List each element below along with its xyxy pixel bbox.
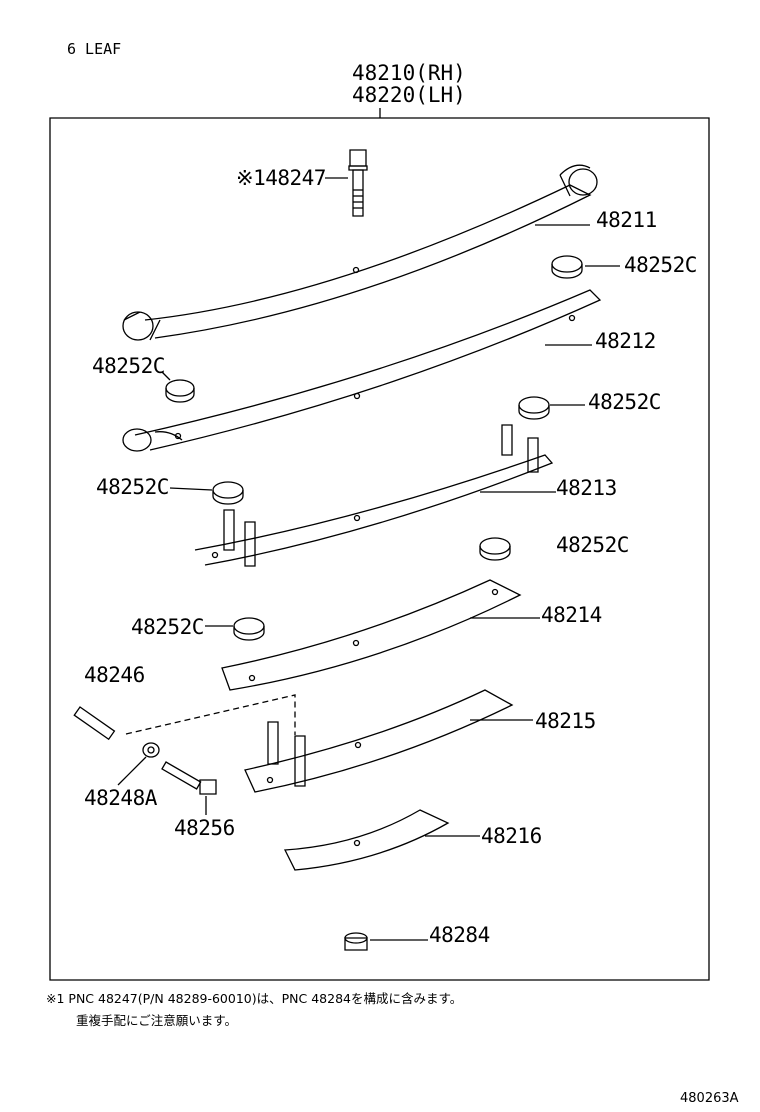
cap-48252c-2 — [162, 372, 194, 402]
label-48252c-4: 48252C — [96, 475, 169, 499]
leaf-48213 — [195, 425, 556, 566]
label-48216: 48216 — [481, 824, 542, 848]
cap-48252c-6 — [205, 618, 264, 640]
label-48247: ※148247 — [236, 166, 326, 190]
footnote-line-2: 重複手配にご注意願います。 — [76, 1013, 238, 1028]
illustration-id: 480263A — [680, 1091, 739, 1106]
nut-48284 — [345, 933, 428, 950]
bolt-48256 — [162, 762, 216, 815]
label-48252c-3: 48252C — [588, 390, 661, 414]
label-48248a: 48248A — [84, 786, 157, 810]
leaf-48216 — [285, 810, 480, 870]
assembly-number-rh: 48210(RH) — [352, 61, 466, 85]
label-48252c-6: 48252C — [131, 615, 204, 639]
pin-48246 — [74, 695, 295, 739]
cap-48252c-1 — [552, 256, 620, 278]
label-48252c-2: 48252C — [92, 354, 165, 378]
leaf-48214 — [222, 580, 540, 690]
cap-48252c-5 — [480, 538, 510, 560]
label-48213: 48213 — [556, 476, 617, 500]
label-48214: 48214 — [541, 603, 602, 627]
label-48211: 48211 — [596, 208, 657, 232]
label-48212: 48212 — [595, 329, 656, 353]
leaf-48211 — [123, 165, 597, 340]
cap-48252c-3 — [519, 397, 585, 419]
label-48256: 48256 — [174, 816, 235, 840]
leaf-48212 — [123, 290, 600, 451]
label-48246: 48246 — [84, 663, 145, 687]
label-48215: 48215 — [535, 709, 596, 733]
leaf-count-label: 6 LEAF — [67, 40, 122, 58]
leaf-48215 — [245, 690, 533, 792]
bolt-48247 — [325, 150, 367, 216]
label-48252c-1: 48252C — [624, 253, 697, 277]
washer-48248a — [118, 743, 159, 785]
label-48252c-5: 48252C — [556, 533, 629, 557]
label-48284: 48284 — [429, 923, 490, 947]
footnote-line-1: ※1 PNC 48247(P/N 48289-60010)は、PNC 48284… — [46, 991, 463, 1006]
assembly-number-lh: 48220(LH) — [352, 83, 466, 107]
cap-48252c-4 — [170, 482, 243, 504]
